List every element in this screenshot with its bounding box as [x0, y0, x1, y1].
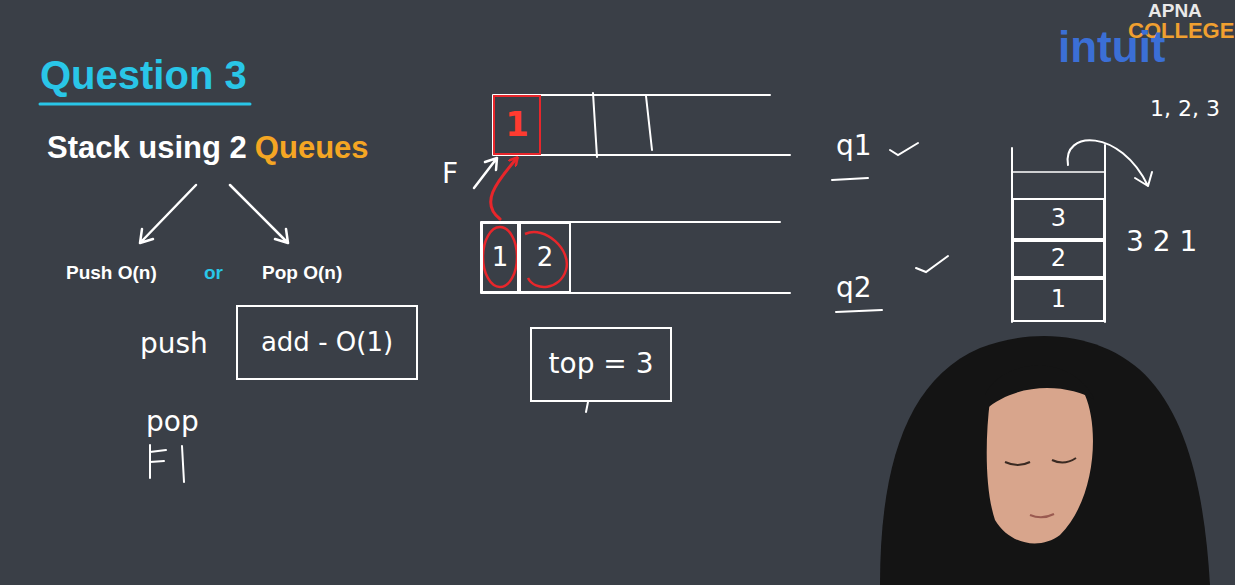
box-stem	[586, 402, 588, 412]
queue-name: q2	[836, 272, 872, 304]
logo-text: intuit	[1058, 22, 1166, 73]
front-marker: F	[442, 158, 458, 190]
stack-cell: 3	[1012, 198, 1105, 240]
front-arrow	[474, 158, 497, 188]
queue-one	[493, 93, 790, 157]
title-underline	[40, 103, 250, 106]
branch-arrow	[230, 185, 288, 243]
cell-text: 1	[1051, 286, 1066, 314]
option-join: or	[204, 262, 223, 284]
cell-text: 2	[537, 243, 554, 273]
cell-text: add - O(1)	[261, 328, 393, 358]
pop-arrow	[1068, 140, 1152, 186]
queue-name: q1	[836, 130, 872, 162]
stack-walls	[1012, 145, 1105, 322]
cell-text: 1	[492, 243, 509, 273]
highlight-circle	[525, 232, 567, 287]
stack-cell: 2	[1012, 240, 1105, 278]
handwritten-note: push	[140, 328, 208, 360]
pop-order: 3 2 1	[1126, 226, 1197, 258]
option-text: Push O(n)	[66, 262, 157, 284]
q2-underline	[836, 310, 882, 312]
queue-cell: 1	[493, 95, 541, 155]
cell-text: top = 3	[549, 348, 654, 380]
cell-text: 1	[505, 105, 529, 144]
stack-line	[1012, 171, 1105, 173]
queue-cell: 1	[481, 222, 519, 293]
subtitle-highlight: Queues	[255, 130, 369, 166]
queue-cell: 2	[519, 222, 571, 293]
push-order: 1, 2, 3	[1150, 96, 1220, 121]
cell-text: 3	[1051, 205, 1066, 233]
queue-two	[481, 222, 790, 293]
branch-arrow	[140, 185, 196, 243]
cell-text: 2	[1051, 245, 1066, 273]
subtitle: Stack using 2	[47, 130, 247, 166]
question-title: Question 3	[40, 52, 247, 98]
transfer-arrow	[491, 158, 517, 219]
top-box: top = 3	[530, 327, 672, 402]
check-mark	[916, 256, 948, 272]
q1-underline	[832, 178, 868, 180]
check-mark	[890, 143, 918, 155]
presenter	[880, 336, 1210, 585]
highlight-circle	[483, 227, 517, 287]
option-text: Pop O(n)	[262, 262, 342, 284]
cost-box: add - O(1)	[236, 305, 418, 380]
stack-cell: 1	[1012, 278, 1105, 322]
handwritten-note: pop	[146, 406, 199, 438]
scribble	[150, 445, 184, 482]
